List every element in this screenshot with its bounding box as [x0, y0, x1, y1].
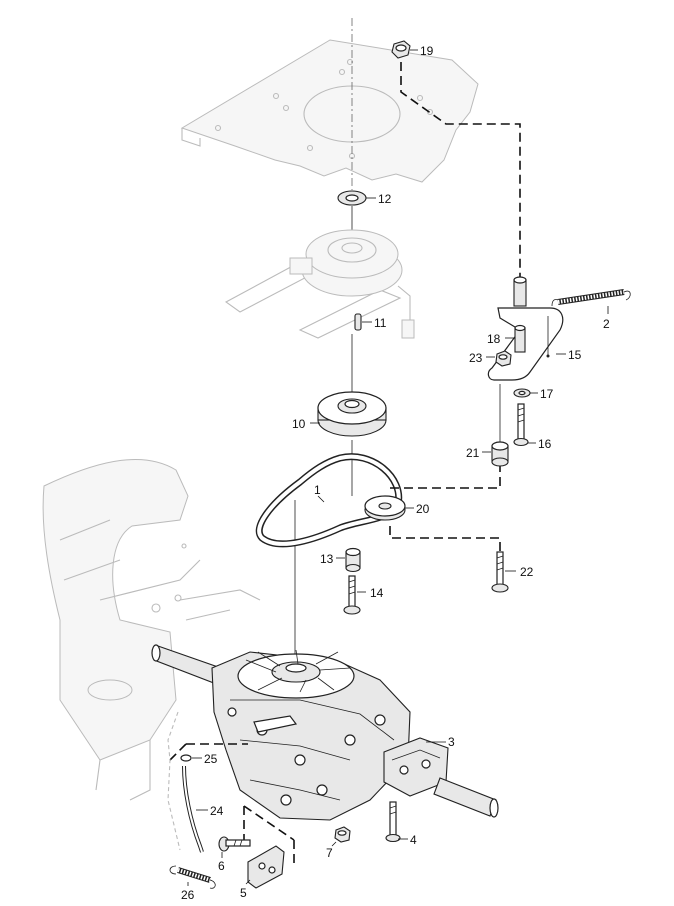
part-22-bolt	[491, 551, 509, 593]
callout-25: 25	[204, 752, 218, 766]
callout-15: 15	[568, 348, 582, 362]
part-12-washer	[337, 190, 367, 206]
part-11-key	[354, 313, 362, 331]
dashed-link-19	[400, 62, 521, 280]
dashed-link-20-21	[390, 462, 501, 489]
frame-ghost	[42, 459, 261, 801]
part-7-nut	[334, 826, 351, 843]
part-17-washer	[513, 388, 531, 398]
callout-7: 7	[326, 846, 333, 860]
part-19-nut	[391, 40, 411, 59]
dashed-link-5	[243, 805, 295, 866]
part-18-bushing	[514, 324, 526, 353]
callout-24: 24	[210, 804, 224, 818]
part-23-nut	[495, 350, 512, 367]
callout-16: 16	[538, 437, 552, 451]
callout-2: 2	[603, 317, 610, 331]
callout-4: 4	[410, 833, 417, 847]
dashed-link-25b	[169, 743, 187, 761]
callout-14: 14	[370, 586, 384, 600]
callout-11: 11	[374, 316, 387, 330]
part-2-spring	[551, 289, 631, 307]
transaxle-assembly	[151, 644, 499, 821]
part-20-idler-pulley	[364, 495, 406, 521]
part-6-bolt	[218, 836, 251, 852]
callout-12: 12	[378, 192, 392, 206]
callout-13: 13	[320, 552, 334, 566]
part-4-bolt	[385, 801, 401, 843]
callout-21: 21	[466, 446, 480, 460]
part-21-spacer	[491, 441, 509, 467]
callout-10: 10	[292, 417, 306, 431]
dashed-link-20-22	[389, 526, 501, 552]
part-14-bolt	[343, 575, 361, 615]
callout-17: 17	[540, 387, 554, 401]
callout-26: 26	[181, 888, 195, 902]
callout-22: 22	[520, 565, 534, 579]
deck-plate	[180, 39, 479, 183]
callout-18: 18	[487, 332, 501, 346]
callout-5: 5	[240, 886, 247, 900]
callout-20: 20	[416, 502, 430, 516]
callout-3: 3	[448, 735, 455, 749]
pto-clutch-assembly	[224, 229, 415, 339]
part-26-spring	[169, 865, 216, 889]
callout-23: 23	[469, 351, 483, 365]
part-24-rod	[167, 711, 204, 853]
callout-1: 1	[314, 483, 321, 497]
part-10-pulley	[317, 391, 387, 437]
part-5-plate	[247, 845, 285, 889]
part-25-ring	[180, 754, 192, 762]
callout-6: 6	[218, 859, 225, 873]
part-13-spacer	[345, 547, 361, 573]
part-16-bolt	[513, 403, 529, 447]
callout-19: 19	[420, 44, 434, 58]
